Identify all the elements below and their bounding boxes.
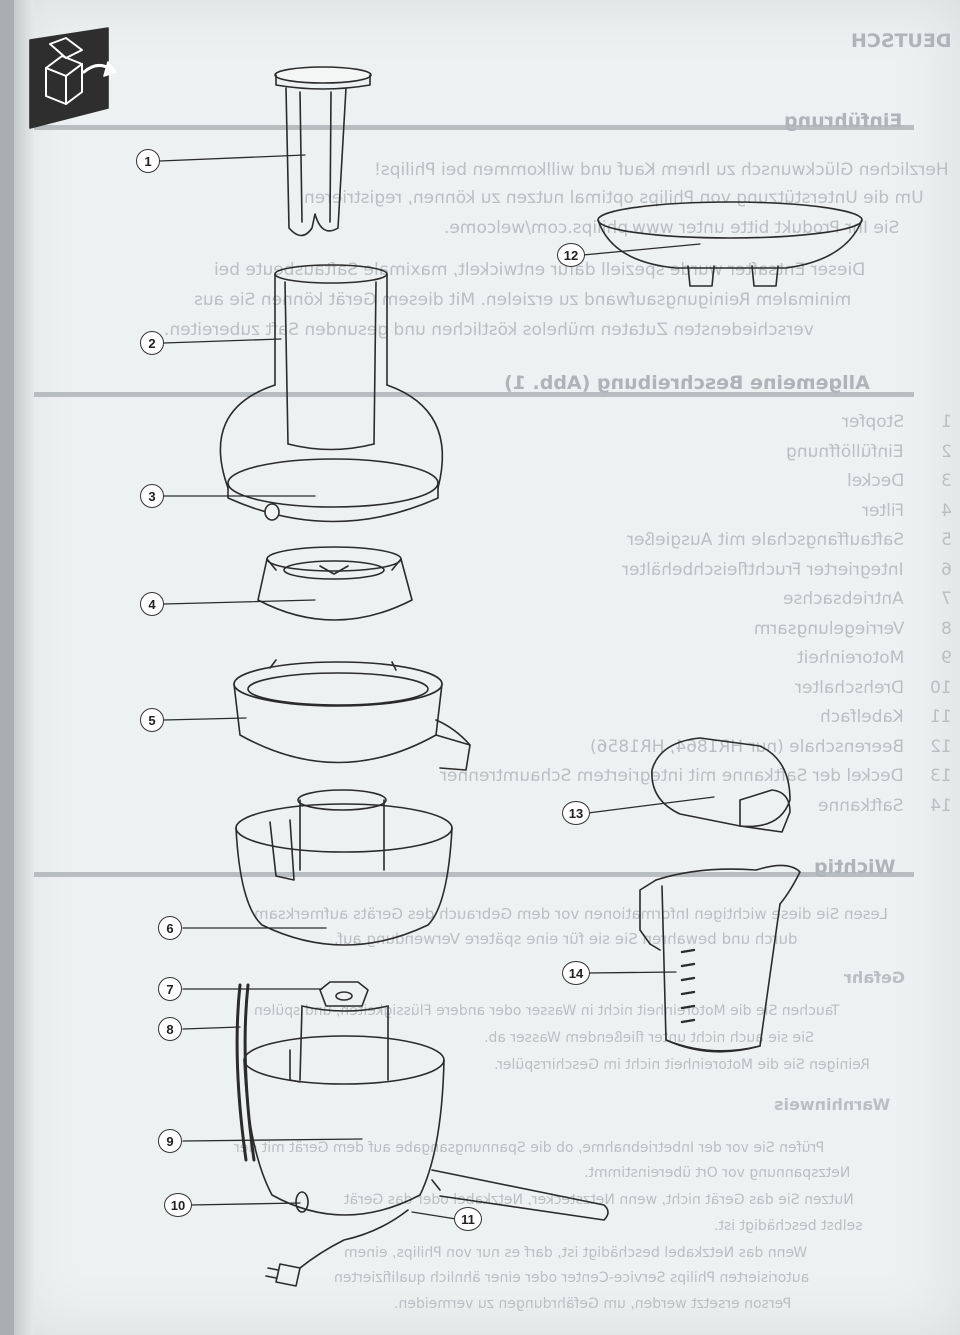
callout-7: 7 bbox=[158, 977, 182, 1001]
callout-2: 2 bbox=[140, 331, 164, 355]
juice-jug-part bbox=[639, 864, 801, 1053]
leader-lines bbox=[159, 154, 715, 1220]
pulp-container-part bbox=[235, 789, 453, 946]
callout-9: 9 bbox=[158, 1129, 182, 1153]
lid-part bbox=[219, 264, 444, 523]
callout-4: 4 bbox=[140, 592, 164, 616]
motor-unit-part bbox=[235, 981, 609, 1287]
ghost-rule bbox=[34, 125, 914, 130]
fold-out-page-icon bbox=[29, 27, 117, 129]
ghost-rule bbox=[34, 872, 914, 877]
callout-8: 8 bbox=[158, 1017, 182, 1041]
manual-page: DEUTSCH Einführung Herzlichen Glückwunsc… bbox=[14, 0, 960, 1335]
callout-5: 5 bbox=[140, 708, 164, 732]
berry-bowl-part bbox=[597, 201, 863, 287]
callout-13: 13 bbox=[562, 801, 590, 825]
callout-11: 11 bbox=[454, 1207, 482, 1231]
callout-12: 12 bbox=[557, 243, 585, 267]
callout-14: 14 bbox=[562, 961, 590, 985]
callout-1: 1 bbox=[136, 149, 160, 173]
page-edge bbox=[14, 0, 34, 1335]
jug-lid-part bbox=[651, 737, 791, 833]
pusher-part bbox=[274, 66, 372, 237]
callout-10: 10 bbox=[164, 1193, 192, 1217]
callout-3: 3 bbox=[140, 484, 164, 508]
callout-6: 6 bbox=[158, 916, 182, 940]
filter-part bbox=[257, 546, 413, 621]
ghost-rule bbox=[34, 392, 914, 397]
juice-collector-part bbox=[233, 659, 471, 771]
